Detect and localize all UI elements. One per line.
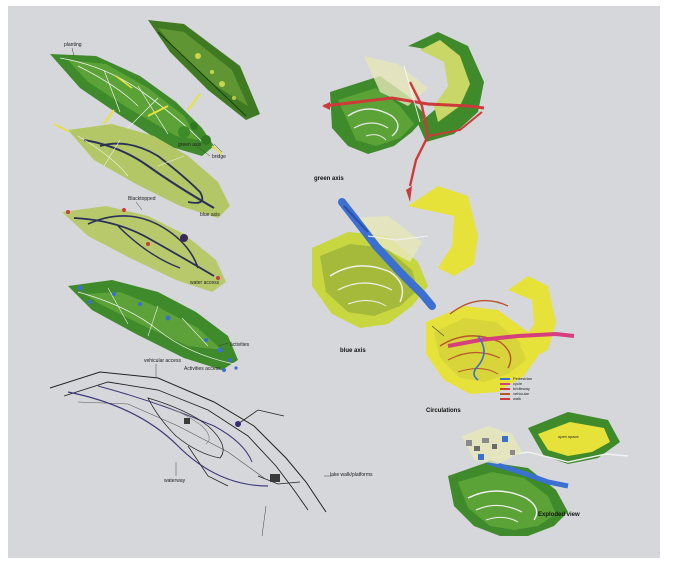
blue-axis-3d — [312, 186, 478, 328]
caption-exploded-view: Exploded view — [538, 512, 580, 518]
diagram-board: planting green axis bridge blue axis Bla… — [8, 6, 660, 558]
label-waterway: waterway — [164, 478, 185, 484]
access-line-plan — [50, 364, 332, 536]
circulations-3d — [426, 276, 574, 400]
label-blue-axis-small: blue axis — [200, 212, 220, 218]
label-activities: activities — [230, 342, 249, 348]
caption-green-axis: green axis — [314, 176, 344, 182]
label-bridge: bridge — [212, 154, 226, 160]
caption-blue-axis: blue axis — [340, 348, 366, 354]
label-water-access: water access — [190, 280, 219, 286]
label-activities-access: Activities access — [184, 366, 221, 372]
label-blacktopped: Blacktopped — [128, 196, 156, 202]
label-green-axis-small: green axis — [178, 142, 201, 148]
legend-walk: walk — [513, 396, 521, 401]
green-axis-3d — [322, 32, 484, 202]
label-planting: planting — [64, 42, 82, 48]
label-vehicular-access: vehicular access — [144, 358, 181, 364]
label-open-space: open space — [558, 434, 579, 439]
label-lake-walk: lake walk/platforms — [330, 472, 373, 478]
caption-circulations: Circulations — [426, 408, 461, 414]
